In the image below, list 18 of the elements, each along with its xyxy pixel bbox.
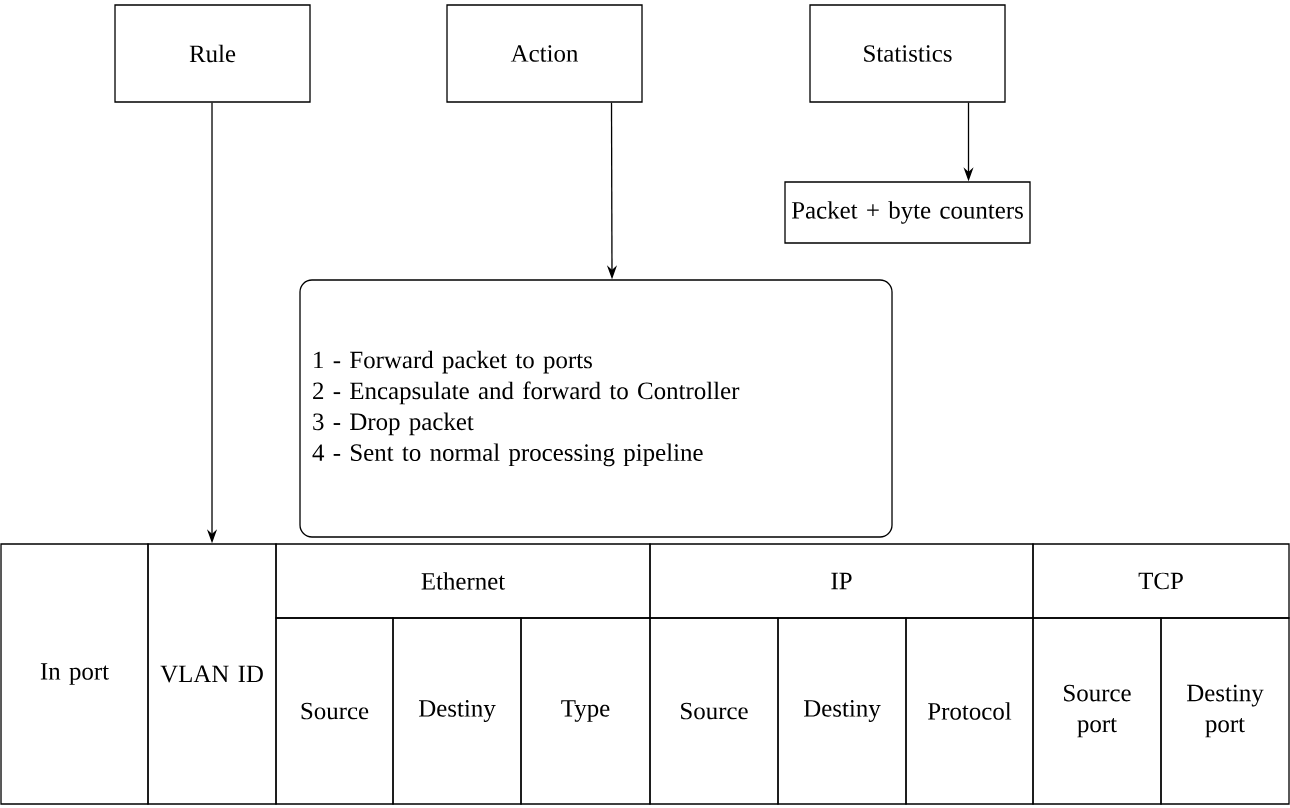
table-cell: Destiny xyxy=(777,617,907,805)
label-box: Action xyxy=(446,4,643,103)
table-header-cell: IP xyxy=(649,543,1034,619)
table-cell: Source port xyxy=(1032,617,1162,805)
table-cell: Destiny port xyxy=(1160,617,1290,805)
table-cell: In port xyxy=(0,543,149,805)
table-cell: Source xyxy=(275,617,394,805)
table-cell: VLAN ID xyxy=(147,543,277,805)
label-box: Statistics xyxy=(809,4,1006,103)
action-list-box: 1 - Forward packet to ports 2 - Encapsulate and forward to Controller 3 - Drop packet 4 - Sent to normal processing pipeline xyxy=(299,279,893,538)
table-cell: Destiny xyxy=(392,617,522,805)
table-cell: Type xyxy=(520,617,651,805)
label-box: Rule xyxy=(114,4,311,103)
table-cell: Source xyxy=(649,617,779,805)
table-cell: Protocol xyxy=(905,617,1034,805)
table-header-cell: TCP xyxy=(1032,543,1290,619)
table-header-cell: Ethernet xyxy=(275,543,651,619)
counter-box: Packet + byte counters xyxy=(784,181,1031,244)
